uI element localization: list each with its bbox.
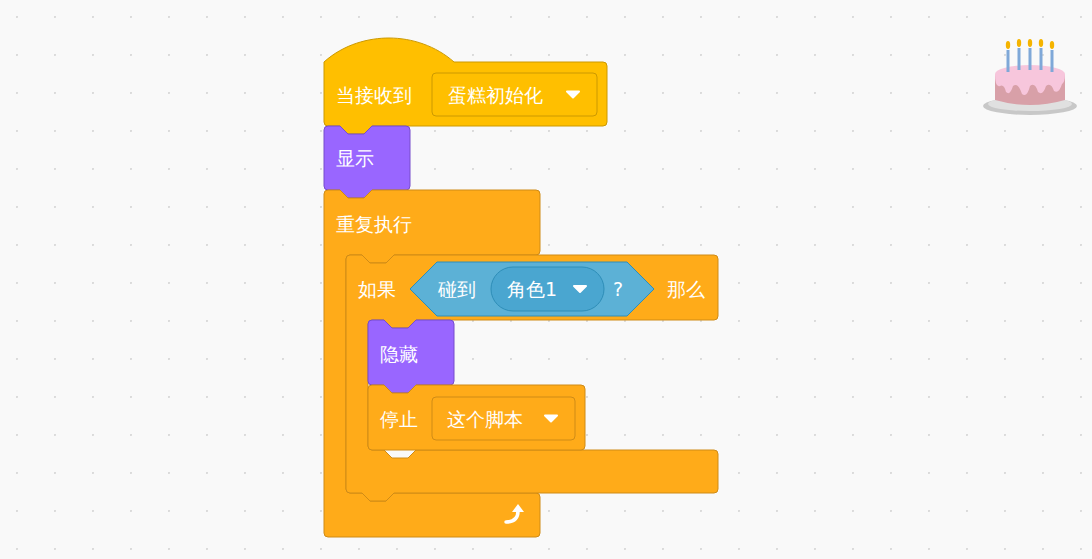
block-label: 隐藏 xyxy=(380,342,418,366)
sensing-condition: 碰到? 角色1 xyxy=(410,262,654,316)
block-label: 碰到 xyxy=(438,277,476,301)
block-label: 蛋糕初始化 xyxy=(448,83,543,107)
sprite-dropdown: 角色1 xyxy=(491,267,604,311)
block-label: 如果 xyxy=(358,277,396,301)
block-label: 当接收到 xyxy=(336,83,412,107)
block-label: 这个脚本 xyxy=(447,407,523,431)
stop-block: 停止 这个脚本 xyxy=(368,385,585,450)
if-block: 如果 那么 碰到? 角色1 隐藏停止 这个脚本 xyxy=(346,255,718,493)
block-label: 那么 xyxy=(667,277,705,301)
event-hat-block: 当接收到 蛋糕初始化 xyxy=(324,38,607,126)
block-label: ? xyxy=(613,277,623,301)
block-label: 角色1 xyxy=(507,277,557,301)
block-label: 停止 xyxy=(380,407,418,431)
looks-block: 显示 xyxy=(324,126,410,190)
cake-sprite xyxy=(980,36,1080,120)
block-label: 显示 xyxy=(336,146,374,170)
forever-block: 重复执行如果那么碰到?角色1隐藏停止这个脚本 xyxy=(324,190,540,537)
stop-dropdown: 这个脚本 xyxy=(432,397,575,440)
block-label: 重复执行 xyxy=(336,212,412,236)
looks-block: 隐藏 xyxy=(368,320,454,385)
message-dropdown: 蛋糕初始化 xyxy=(432,73,597,116)
